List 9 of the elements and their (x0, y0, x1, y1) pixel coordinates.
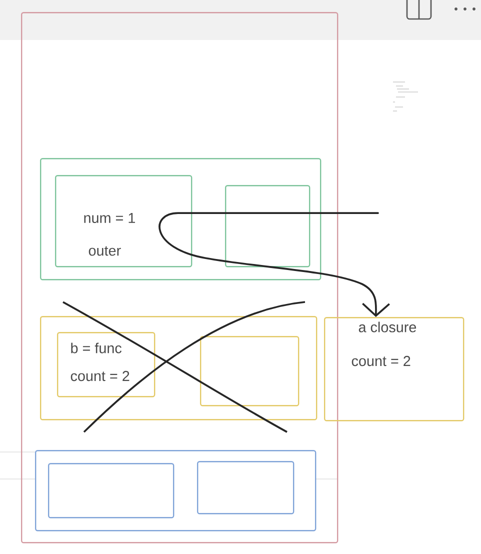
variable-box: b = func count = 2 (57, 332, 156, 398)
outer-frame (21, 12, 338, 544)
empty-box (48, 463, 174, 518)
arrow (158, 212, 390, 317)
empty-box (197, 461, 294, 514)
closure-box: a closure count = 2 (324, 317, 464, 422)
variable-box: num = 1 outer (55, 175, 192, 268)
empty-box (200, 336, 300, 406)
empty-box (225, 185, 310, 268)
